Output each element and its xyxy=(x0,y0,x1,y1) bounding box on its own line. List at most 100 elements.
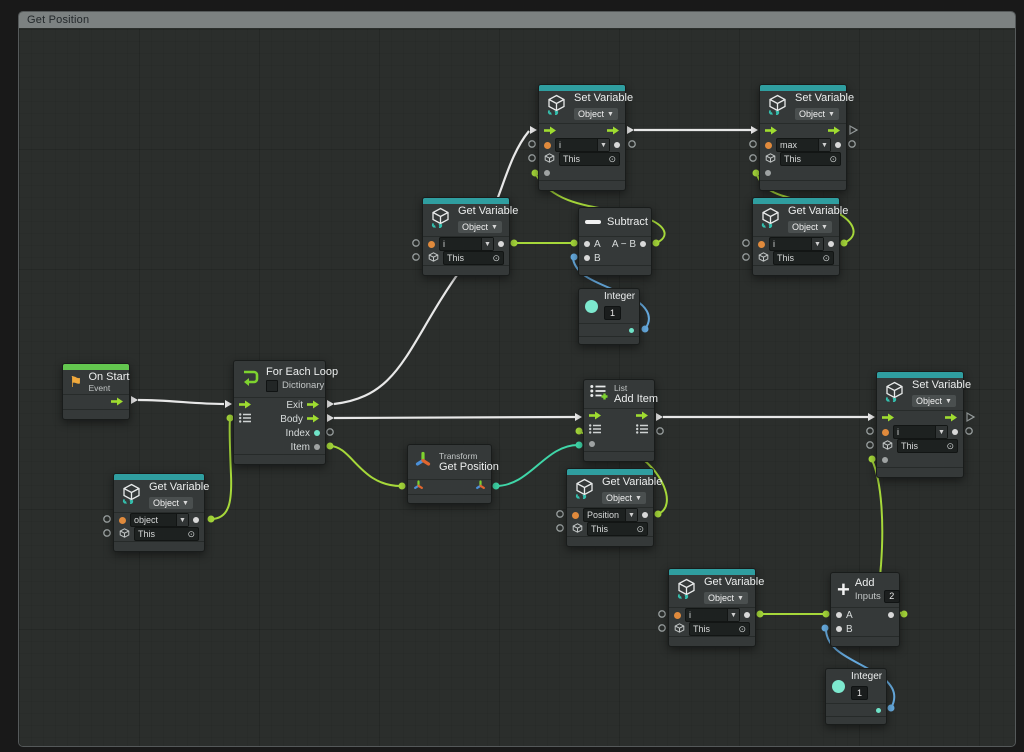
chevron-down-icon[interactable]: ▼ xyxy=(176,514,188,526)
target-field[interactable]: This⊙ xyxy=(897,439,958,453)
variable-kind-dropdown[interactable]: Object▼ xyxy=(788,221,832,234)
flow-output-port[interactable] xyxy=(945,409,958,427)
target-field[interactable]: This⊙ xyxy=(559,152,620,166)
value-output-port[interactable] xyxy=(642,512,648,518)
node-subtract[interactable]: Subtract A A − B B xyxy=(578,207,652,276)
value-output-port[interactable] xyxy=(876,707,881,713)
flow-output-port[interactable] xyxy=(111,393,124,411)
result-output-port[interactable] xyxy=(640,241,646,247)
b-input-port[interactable] xyxy=(836,626,842,632)
name-input-port[interactable] xyxy=(544,141,551,149)
flow-output-port[interactable] xyxy=(636,407,649,425)
name-input-port[interactable] xyxy=(758,240,765,248)
value-output-port[interactable] xyxy=(835,142,841,148)
node-integer-top[interactable]: Integer 1 xyxy=(578,288,640,345)
target-field[interactable]: This⊙ xyxy=(134,527,199,541)
object-picker-icon[interactable]: ⊙ xyxy=(492,252,500,263)
variable-kind-dropdown[interactable]: Object▼ xyxy=(458,221,502,234)
a-input-port[interactable] xyxy=(836,612,842,618)
chevron-down-icon[interactable]: ▼ xyxy=(935,426,947,438)
node-get-variable-i-exit[interactable]: Get Variable Object▼ i▼ This⊙ xyxy=(752,197,848,276)
body-flow-output-port[interactable] xyxy=(307,410,320,428)
flow-output-port[interactable] xyxy=(828,122,841,140)
chevron-down-icon[interactable]: ▼ xyxy=(727,609,739,621)
variable-name-field[interactable]: object▼ xyxy=(130,513,189,527)
variable-kind-dropdown[interactable]: Object▼ xyxy=(574,108,618,121)
node-integer-bottom[interactable]: Integer 1 xyxy=(825,668,887,725)
target-field[interactable]: This⊙ xyxy=(780,152,841,166)
object-picker-icon[interactable]: ⊙ xyxy=(829,153,837,164)
node-get-variable-position[interactable]: Get Variable Object▼ Position▼ This⊙ xyxy=(566,468,662,547)
node-get-variable-object[interactable]: Get Variable Object▼ object▼ This⊙ xyxy=(113,473,209,552)
dictionary-checkbox[interactable] xyxy=(266,379,278,392)
value-output-port[interactable] xyxy=(744,612,750,618)
object-picker-icon[interactable]: ⊙ xyxy=(187,528,195,539)
flow-output-port[interactable] xyxy=(607,122,620,140)
variable-name-field[interactable]: max▼ xyxy=(776,138,831,152)
target-field[interactable]: This⊙ xyxy=(773,251,834,265)
variable-name-field[interactable]: i▼ xyxy=(439,237,494,251)
item-output-port[interactable] xyxy=(314,444,320,450)
variable-name-field[interactable]: i▼ xyxy=(555,138,610,152)
variable-name-field[interactable]: Position▼ xyxy=(583,508,638,522)
chevron-down-icon[interactable]: ▼ xyxy=(597,139,609,151)
integer-value-field[interactable]: 1 xyxy=(604,305,621,320)
transform-input-port[interactable] xyxy=(413,478,424,496)
variable-kind-dropdown[interactable]: Object▼ xyxy=(602,492,646,505)
name-input-port[interactable] xyxy=(572,511,579,519)
node-transform-get-position[interactable]: Transform Get Position xyxy=(407,444,499,504)
value-output-port[interactable] xyxy=(629,327,634,333)
name-input-port[interactable] xyxy=(882,428,889,436)
value-output-port[interactable] xyxy=(614,142,620,148)
exit-flow-output-port[interactable] xyxy=(307,396,320,414)
value-output-port[interactable] xyxy=(498,241,504,247)
item-input-port[interactable] xyxy=(589,441,595,447)
node-get-variable-i-bottom[interactable]: Get Variable Object▼ i▼ This⊙ xyxy=(668,568,764,647)
chevron-down-icon[interactable]: ▼ xyxy=(481,238,493,250)
result-output-port[interactable] xyxy=(888,612,894,618)
object-picker-icon[interactable]: ⊙ xyxy=(946,440,954,451)
object-picker-icon[interactable]: ⊙ xyxy=(608,153,616,164)
node-get-variable-i-mid[interactable]: Get Variable Object▼ i▼ This⊙ xyxy=(422,197,518,276)
node-add[interactable]: + Add Inputs 2 A B xyxy=(830,572,900,647)
flow-input-port[interactable] xyxy=(544,122,557,140)
a-input-port[interactable] xyxy=(584,241,590,247)
value-input-port[interactable] xyxy=(765,170,771,176)
name-input-port[interactable] xyxy=(765,141,772,149)
target-field[interactable]: This⊙ xyxy=(587,522,648,536)
b-input-port[interactable] xyxy=(584,255,590,261)
inputs-count-field[interactable]: 2 xyxy=(883,589,900,603)
value-output-port[interactable] xyxy=(193,517,199,523)
index-output-port[interactable] xyxy=(314,430,320,436)
variable-kind-dropdown[interactable]: Object▼ xyxy=(912,395,956,408)
flow-input-port[interactable] xyxy=(239,396,252,414)
object-picker-icon[interactable]: ⊙ xyxy=(822,252,830,263)
chevron-down-icon[interactable]: ▼ xyxy=(818,139,830,151)
flow-input-port[interactable] xyxy=(589,407,602,425)
object-picker-icon[interactable]: ⊙ xyxy=(636,523,644,534)
variable-kind-dropdown[interactable]: Object▼ xyxy=(149,497,193,510)
variable-kind-dropdown[interactable]: Object▼ xyxy=(795,108,839,121)
value-input-port[interactable] xyxy=(882,457,888,463)
node-list-add-item[interactable]: List Add Item xyxy=(583,379,658,462)
variable-kind-dropdown[interactable]: Object▼ xyxy=(704,592,748,605)
object-picker-icon[interactable]: ⊙ xyxy=(738,623,746,634)
variable-name-field[interactable]: i▼ xyxy=(769,237,824,251)
target-field[interactable]: This⊙ xyxy=(689,622,750,636)
node-for-each-loop[interactable]: For Each Loop Dictionary Exit Body Index xyxy=(233,360,338,465)
value-output-port[interactable] xyxy=(828,241,834,247)
name-input-port[interactable] xyxy=(428,240,435,248)
position-output-port[interactable] xyxy=(475,478,486,496)
list-input-port[interactable] xyxy=(239,410,252,428)
name-input-port[interactable] xyxy=(674,611,681,619)
target-field[interactable]: This⊙ xyxy=(443,251,504,265)
flow-input-port[interactable] xyxy=(882,409,895,427)
value-output-port[interactable] xyxy=(952,429,958,435)
node-on-start[interactable]: ⚑ On Start Event xyxy=(62,363,130,420)
variable-name-field[interactable]: i▼ xyxy=(685,608,740,622)
node-set-variable-i-top[interactable]: Set Variable Object▼ i▼ This⊙ xyxy=(538,84,633,191)
node-set-variable-max[interactable]: Set Variable Object▼ max▼ This⊙ xyxy=(759,84,854,191)
name-input-port[interactable] xyxy=(119,516,126,524)
integer-value-field[interactable]: 1 xyxy=(851,685,868,700)
variable-name-field[interactable]: i▼ xyxy=(893,425,948,439)
